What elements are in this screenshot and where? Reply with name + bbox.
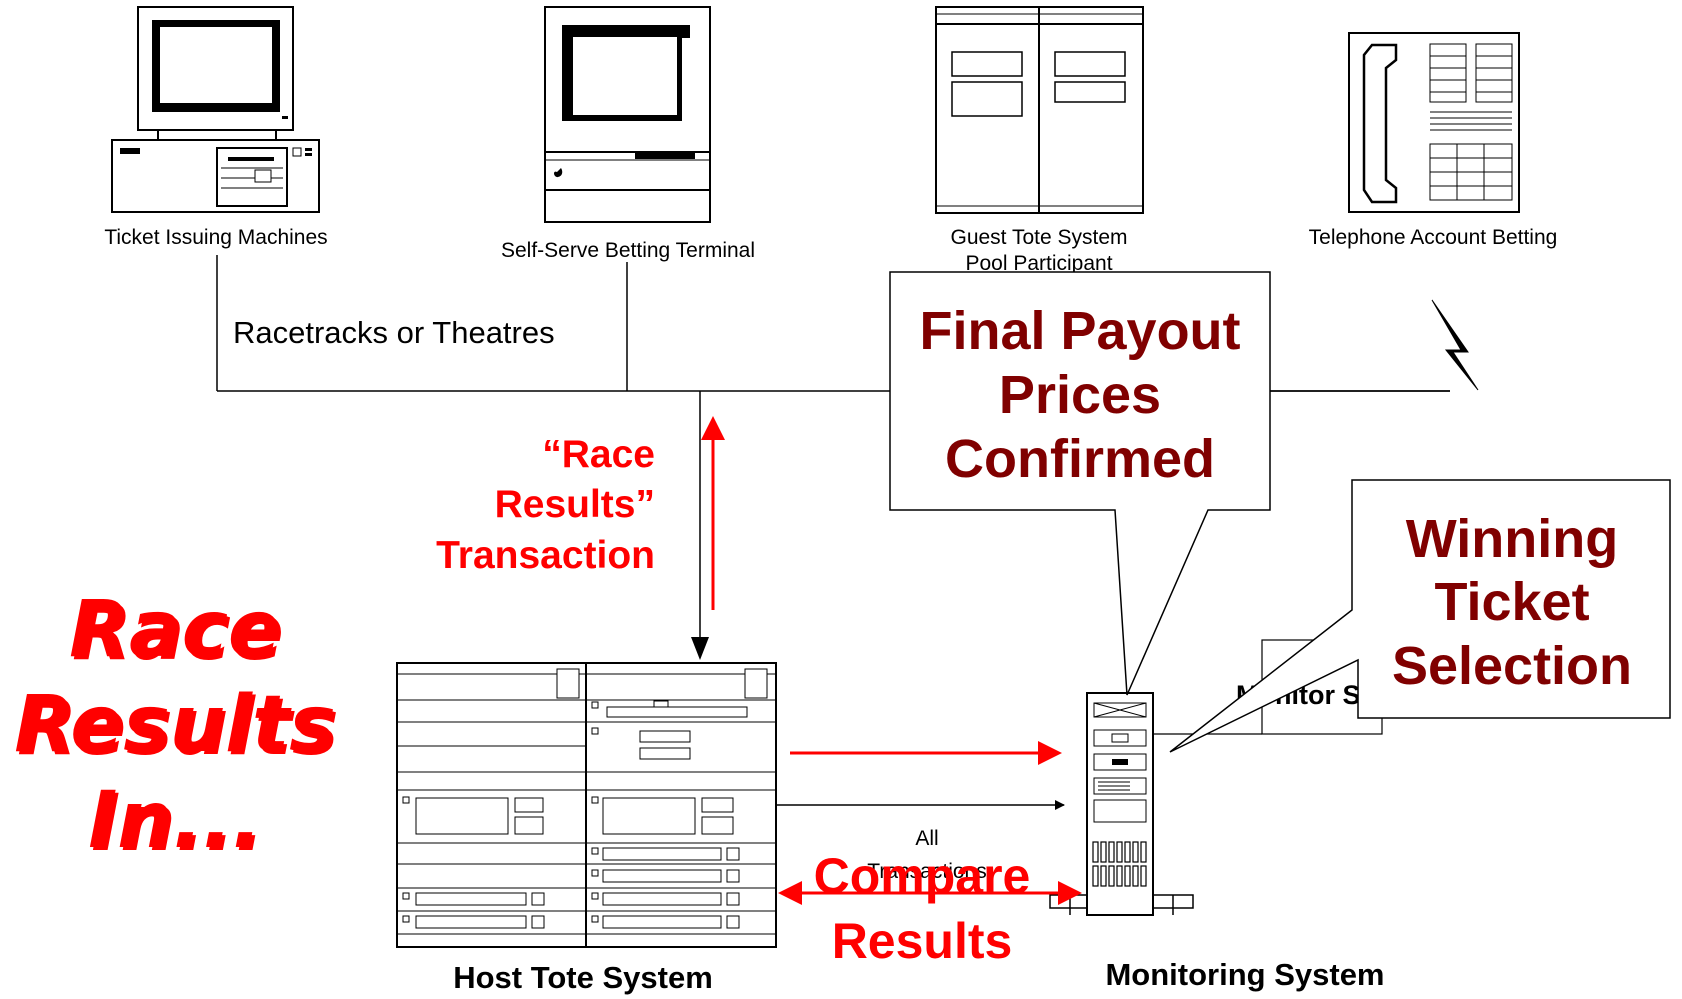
payout-line-3: Confirmed <box>945 429 1215 489</box>
transaction-label-3: Transaction <box>436 534 655 577</box>
red-right-arrowhead <box>1038 741 1062 765</box>
compare-label-1: Compare <box>814 848 1031 904</box>
label-monitoring: Monitoring System <box>1105 957 1384 992</box>
winning-line-1: Winning <box>1406 509 1618 569</box>
label-network: Racetracks or Theatres <box>233 315 555 350</box>
telephone-betting-icon <box>1348 32 1520 213</box>
headline-line-2-front: Results <box>14 680 335 770</box>
label-self-serve: Self-Serve Betting Terminal <box>501 239 755 262</box>
label-ticket-machines: Ticket Issuing Machines <box>104 226 327 249</box>
payout-line-1: Final Payout <box>919 301 1240 361</box>
headline-line-2: Results <box>17 683 338 773</box>
host-tote-system-icon <box>396 662 777 948</box>
callout-winning-ticket: Winning Ticket Selection <box>1169 479 1671 753</box>
headline-line-1-front: Race <box>69 585 281 675</box>
ticket-machine-icon <box>111 6 320 213</box>
transaction-label-1: “Race <box>542 433 655 476</box>
payout-line-2: Prices <box>999 365 1161 425</box>
label-guest-tote-2: Pool Participant <box>965 252 1112 275</box>
winning-line-3: Selection <box>1392 636 1632 696</box>
transaction-label-2: Results” <box>495 483 655 526</box>
label-guest-tote-1: Guest Tote System <box>950 226 1127 249</box>
down-arrow-host <box>691 637 709 660</box>
headline-race-results: Race Race Results Results In... In... <box>14 585 338 869</box>
red-up-arrowhead <box>701 416 725 440</box>
compare-arrowhead-right <box>1058 881 1082 905</box>
callout-final-payout: Final Payout Prices Confirmed <box>889 271 1271 696</box>
headline-line-1: Race <box>72 588 284 678</box>
compare-label-2: Results <box>832 913 1013 969</box>
label-telephone: Telephone Account Betting <box>1309 226 1558 249</box>
lightning-bolt-icon <box>1431 299 1479 391</box>
winning-line-2: Ticket <box>1434 572 1589 632</box>
headline-line-3: In... <box>91 779 264 869</box>
label-all-transactions-1: All <box>915 827 938 850</box>
self-serve-terminal-icon <box>544 6 711 223</box>
compare-arrowhead-left <box>778 881 802 905</box>
label-host-tote: Host Tote System <box>453 960 713 995</box>
headline-line-3-front: In... <box>88 776 261 866</box>
guest-tote-cabinet-icon <box>935 6 1144 214</box>
label-all-transactions-2: Transactions <box>867 860 986 883</box>
monitoring-server-icon <box>1049 692 1194 916</box>
